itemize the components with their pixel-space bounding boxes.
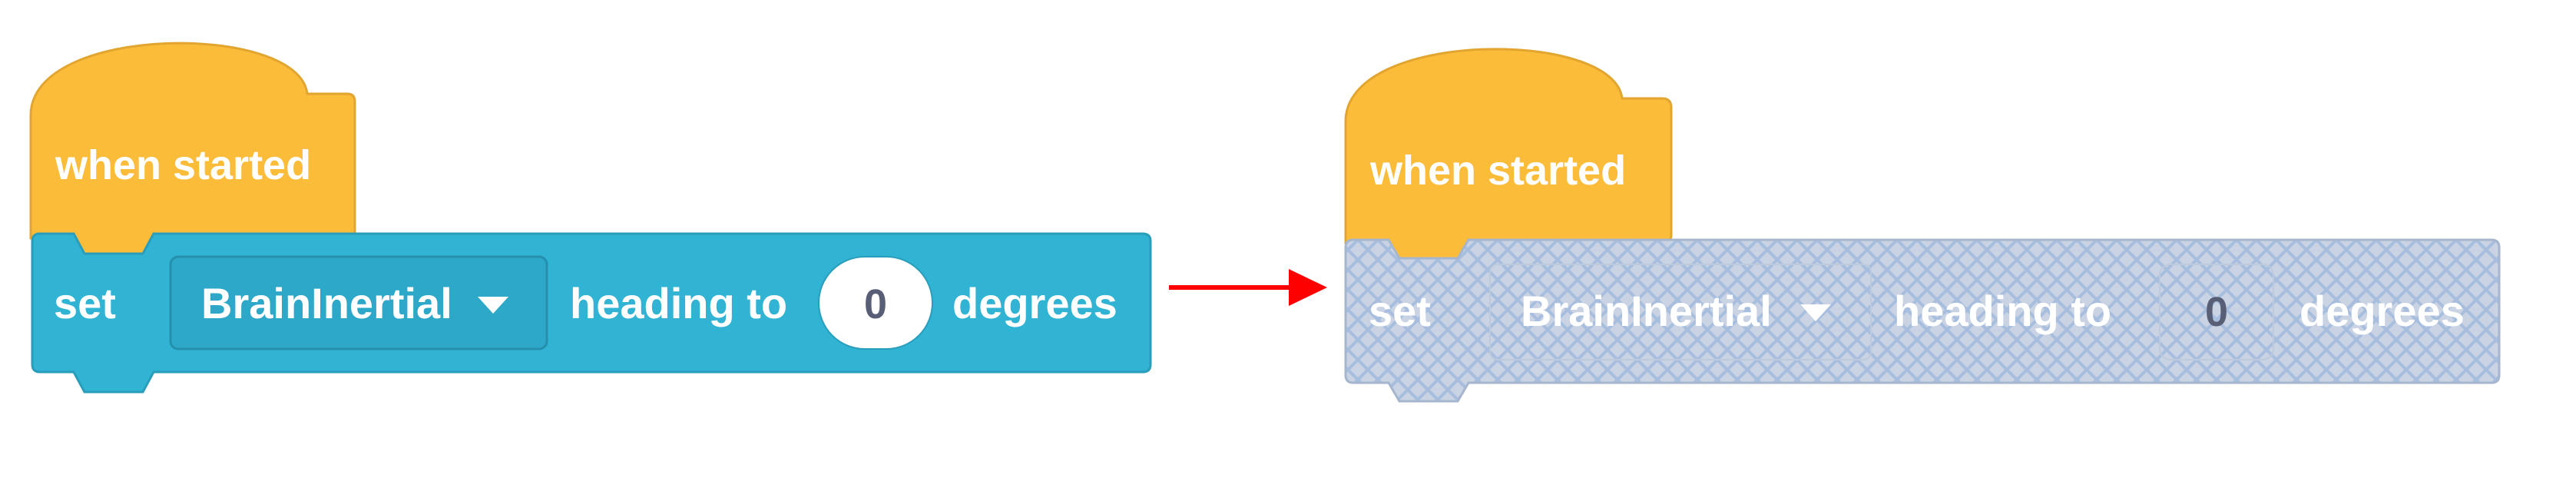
disabled-set-heading-command-block[interactable] <box>1344 238 2501 403</box>
disabled-value-input <box>2159 264 2274 360</box>
enabled-sensor-dropdown[interactable] <box>169 255 548 350</box>
enabled-unit-label: degrees <box>952 279 1117 327</box>
enabled-value-input[interactable] <box>818 256 933 350</box>
disabled-heading-label: heading to <box>1894 287 2111 335</box>
disabled-sensor-dropdown <box>1489 264 1872 360</box>
arrow-right-icon <box>1169 269 1327 306</box>
disabled-dropdown-label: BrainInertial <box>1521 287 1772 335</box>
caret-down-icon <box>478 297 508 314</box>
enabled-heading-label: heading to <box>570 279 787 327</box>
enabled-block-stack: when started set BrainInertial heading t… <box>29 42 1152 394</box>
disabled-set-label: set <box>1369 287 1431 335</box>
disabled-unit-label: degrees <box>2300 287 2465 335</box>
disabled-value-text: 0 <box>2205 289 2228 335</box>
disabled-hat-label: when started <box>1369 148 1626 194</box>
enabled-value-text: 0 <box>864 281 887 327</box>
disabled-block-stack: when started set BrainInertial heading t… <box>1344 48 2501 403</box>
enabled-hat-label: when started <box>55 142 311 188</box>
enabled-set-label: set <box>54 279 116 327</box>
caret-down-icon <box>1800 304 1831 321</box>
enabled-dropdown-label: BrainInertial <box>201 279 452 327</box>
